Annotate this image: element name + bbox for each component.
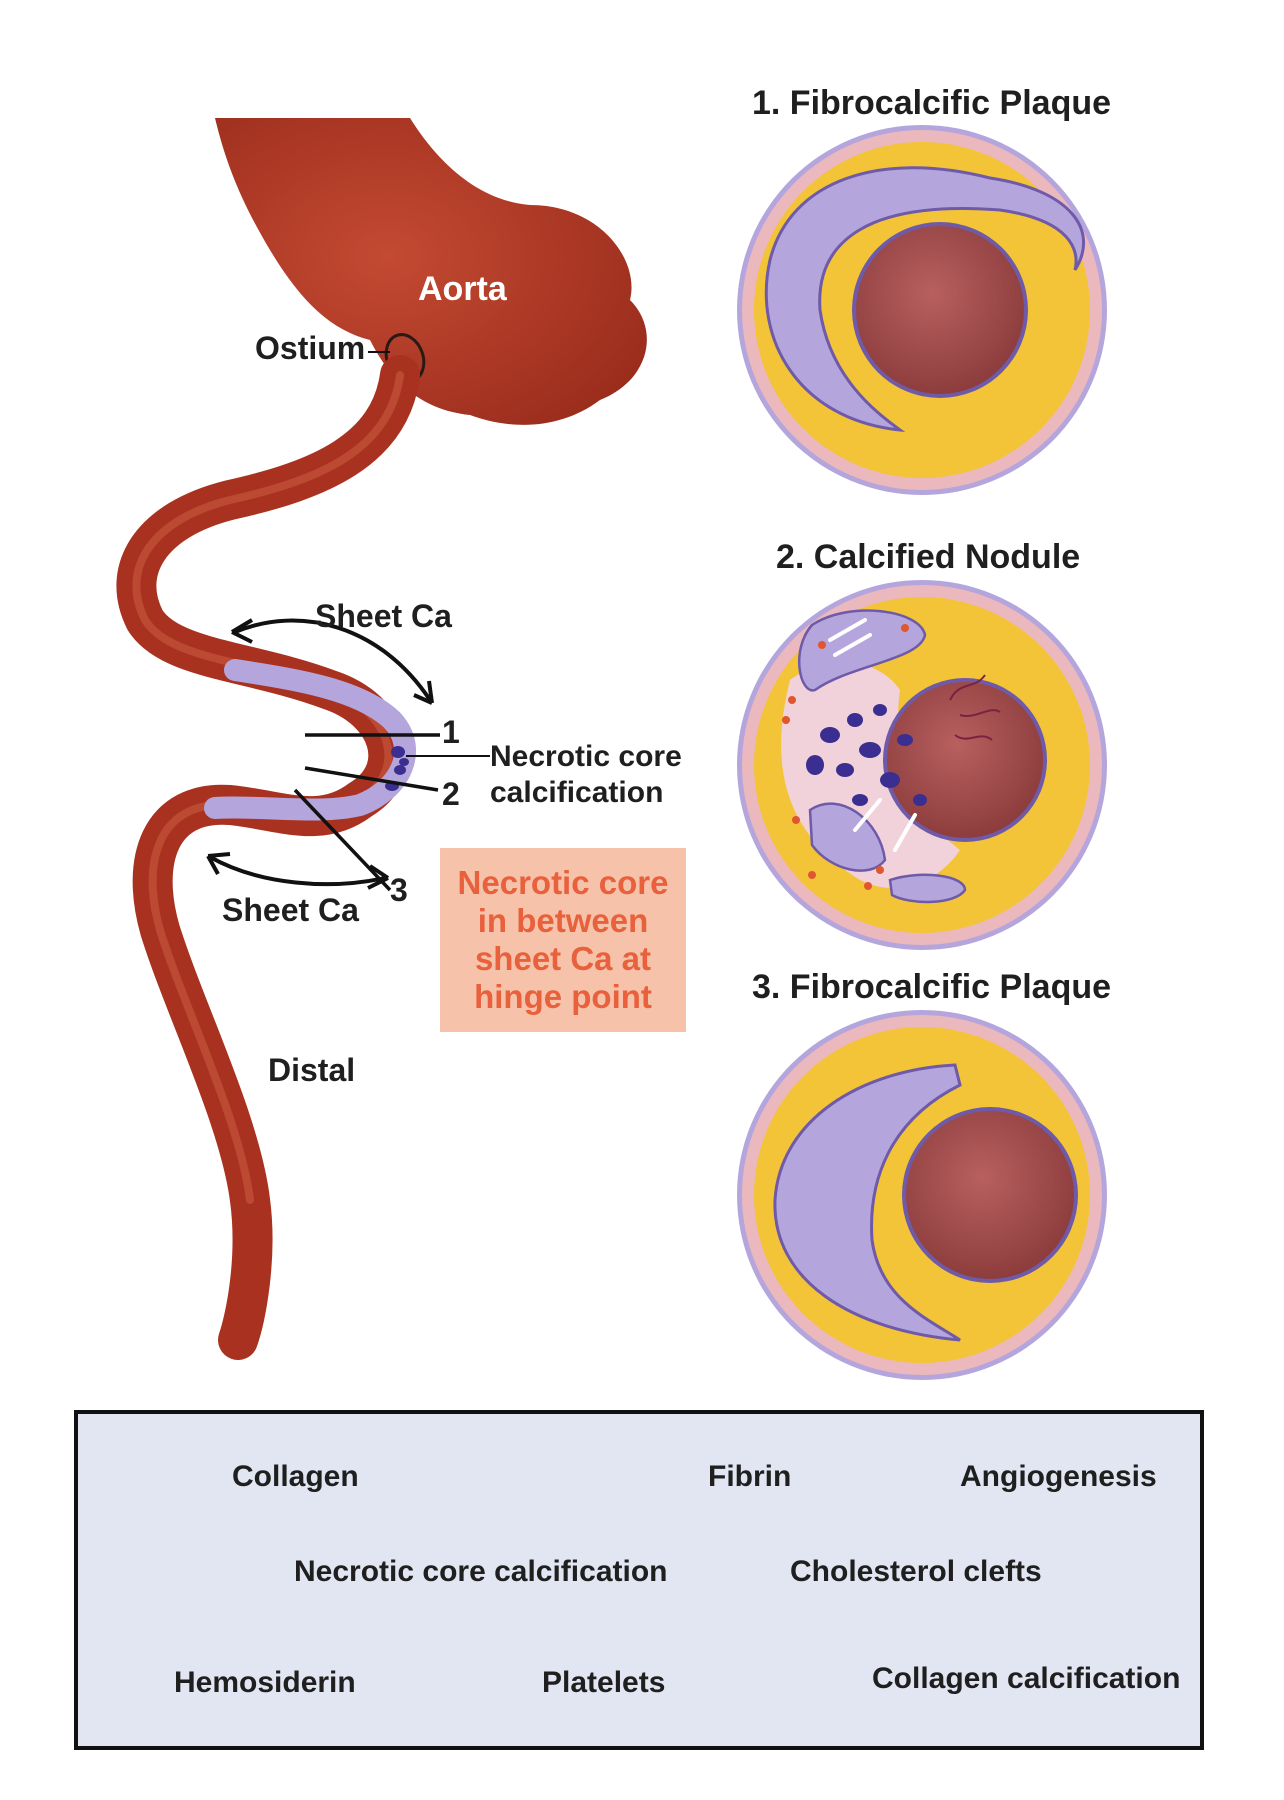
necrotic-core-label-line2: calcification (490, 776, 664, 809)
callout-line-1: Necrotic core (457, 864, 669, 901)
sheet-ca-top-label: Sheet Ca (315, 598, 452, 634)
sheet-ca-arrow-top (230, 618, 434, 705)
legend-fibrin: Fibrin (708, 1460, 792, 1493)
panel-2-title: 2. Calcified Nodule (776, 538, 1081, 576)
cross-section-1 (737, 125, 1107, 495)
panel-1-title: 1. Fibrocalcific Plaque (752, 84, 1112, 122)
section-marker-2: 2 (442, 776, 460, 812)
aorta-shape (215, 118, 647, 425)
legend-angiogenesis: Angiogenesis (960, 1460, 1157, 1493)
aorta-label: Aorta (418, 270, 507, 308)
panel-3-title: 3. Fibrocalcific Plaque (752, 968, 1112, 1006)
sheet-ca-bottom-label: Sheet Ca (222, 892, 359, 928)
section-lines (293, 733, 440, 892)
legend-box (74, 1410, 1204, 1750)
legend-platelets: Platelets (542, 1666, 666, 1699)
section-marker-3: 3 (390, 872, 408, 908)
callout-line-4: hinge point (474, 978, 652, 1015)
legend-collagen: Collagen (232, 1460, 359, 1493)
necrotic-core-dots (385, 746, 409, 791)
legend-hemosiderin: Hemosiderin (174, 1666, 356, 1699)
sheet-ca-arrow-bottom (206, 852, 390, 890)
distal-label: Distal (268, 1052, 356, 1088)
legend-cholesterol-clefts: Cholesterol clefts (790, 1555, 1042, 1588)
section-marker-1: 1 (442, 714, 460, 750)
cross-section-3 (737, 1010, 1107, 1380)
necrotic-core-label-line1: Necrotic core (490, 740, 682, 773)
callout-line-2: in between (477, 902, 649, 939)
cross-section-2 (737, 580, 1107, 950)
legend-necrotic-core-calcification: Necrotic core calcification (294, 1555, 668, 1588)
hinge-point-callout: Necrotic core in between sheet Ca at hin… (440, 848, 686, 1032)
ostium-label: Ostium (255, 330, 366, 366)
callout-line-3: sheet Ca at (474, 940, 652, 977)
legend-collagen-calcification: Collagen calcification (872, 1662, 1181, 1695)
